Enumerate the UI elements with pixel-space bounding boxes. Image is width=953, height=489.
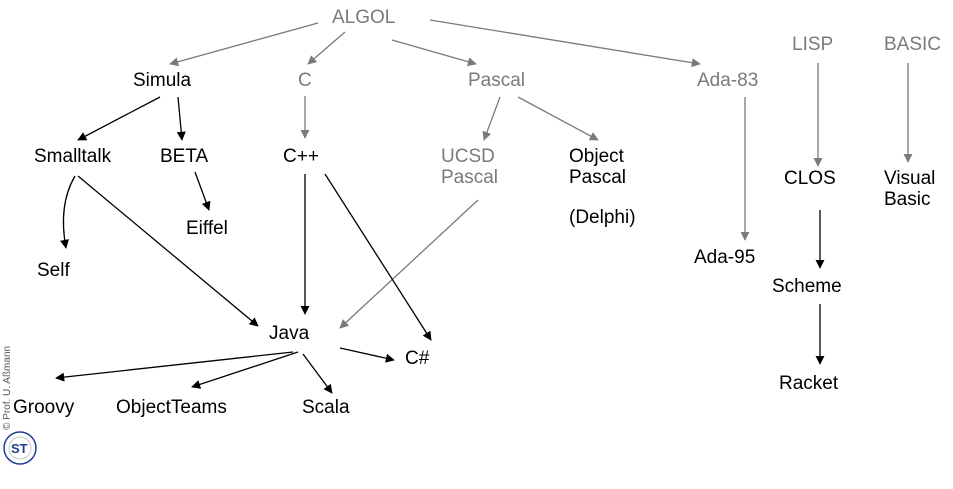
node-scala: Scala (302, 397, 350, 418)
node-cpp: C++ (283, 146, 319, 167)
copyright-text: © Prof. U. Aßmann (2, 345, 13, 430)
node-objectteams: ObjectTeams (116, 397, 227, 418)
edge-simula-smalltalk (77, 96, 161, 141)
edge-simula-beta (176, 96, 186, 141)
edge-algol-ada83 (429, 19, 701, 68)
node-lisp: LISP (792, 34, 834, 55)
edge-beta-eiffel (194, 171, 211, 211)
edge-pascal-objectpascal (517, 96, 599, 141)
edge-cpp-csharp (324, 173, 432, 341)
node-racket: Racket (779, 373, 839, 394)
node-basic: BASIC (884, 34, 942, 55)
node-ucsd-pascal-line1: UCSD (441, 146, 495, 167)
edge-ucsd-java (339, 199, 479, 329)
node-object-pascal: Object Pascal (569, 146, 626, 188)
edge-java-objectteams (191, 351, 299, 389)
edge-smalltalk-java (77, 175, 259, 327)
university-logo: ST (3, 431, 37, 465)
edge-java-scala (302, 353, 333, 394)
logo-text: ST (11, 441, 28, 456)
node-self: Self (37, 260, 70, 281)
node-visual-basic: Visual Basic (884, 168, 935, 210)
node-ada95: Ada-95 (694, 247, 756, 268)
node-pascal: Pascal (468, 70, 526, 91)
node-csharp: C# (405, 348, 430, 369)
node-object-pascal-line2: Pascal (569, 167, 627, 188)
node-visual-basic-line2: Basic (884, 189, 931, 210)
node-visual-basic-line1: Visual (884, 168, 936, 189)
node-beta: BETA (160, 146, 209, 167)
node-simula: Simula (133, 70, 192, 91)
edge-algol-c (307, 31, 346, 65)
node-eiffel: Eiffel (186, 218, 228, 239)
node-groovy: Groovy (13, 397, 75, 418)
node-java: Java (269, 323, 310, 344)
edge-java-csharp (339, 347, 395, 363)
node-algol: ALGOL (332, 7, 396, 28)
node-ucsd-pascal-line2: Pascal (441, 167, 499, 188)
edge-pascal-ucsd (482, 96, 501, 141)
node-object-pascal-line1: Object (569, 146, 624, 167)
edge-algol-pascal (391, 39, 477, 67)
node-smalltalk: Smalltalk (34, 146, 112, 167)
edge-smalltalk-self (60, 175, 76, 249)
node-c: C (298, 70, 312, 91)
edge-java-groovy (55, 351, 294, 382)
node-scheme: Scheme (772, 276, 842, 297)
node-ada83: Ada-83 (697, 70, 759, 91)
node-clos: CLOS (784, 168, 836, 189)
node-ucsd-pascal: UCSD Pascal (441, 146, 498, 188)
node-delphi: (Delphi) (569, 207, 636, 228)
edge-algol-simula (169, 22, 319, 67)
